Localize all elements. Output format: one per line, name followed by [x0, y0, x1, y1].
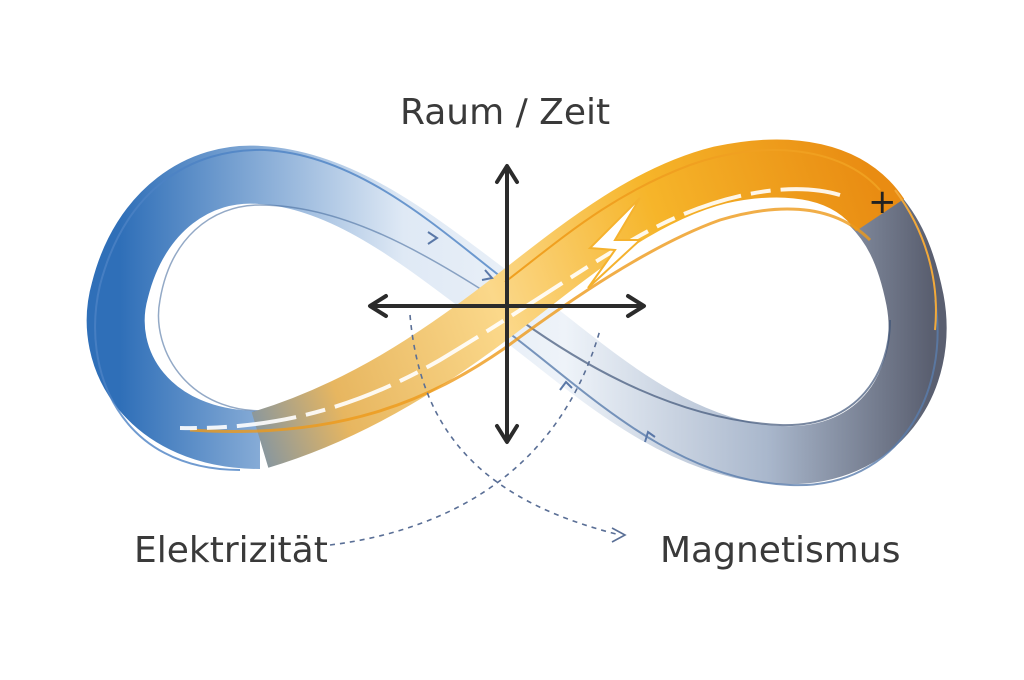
orange-ribbon: [179, 139, 937, 468]
space-time-label: Raum / Zeit: [400, 92, 611, 133]
magnetism-label: Magnetismus: [660, 530, 901, 571]
flow-arrows: [427, 231, 656, 443]
electricity-label: Elektrizität: [134, 530, 328, 571]
dashed-arrow: [329, 314, 627, 546]
plus-charge-label: +: [868, 182, 897, 222]
axis-cross-arrows: [368, 164, 646, 444]
lightning-bolt-icon: [587, 197, 643, 289]
